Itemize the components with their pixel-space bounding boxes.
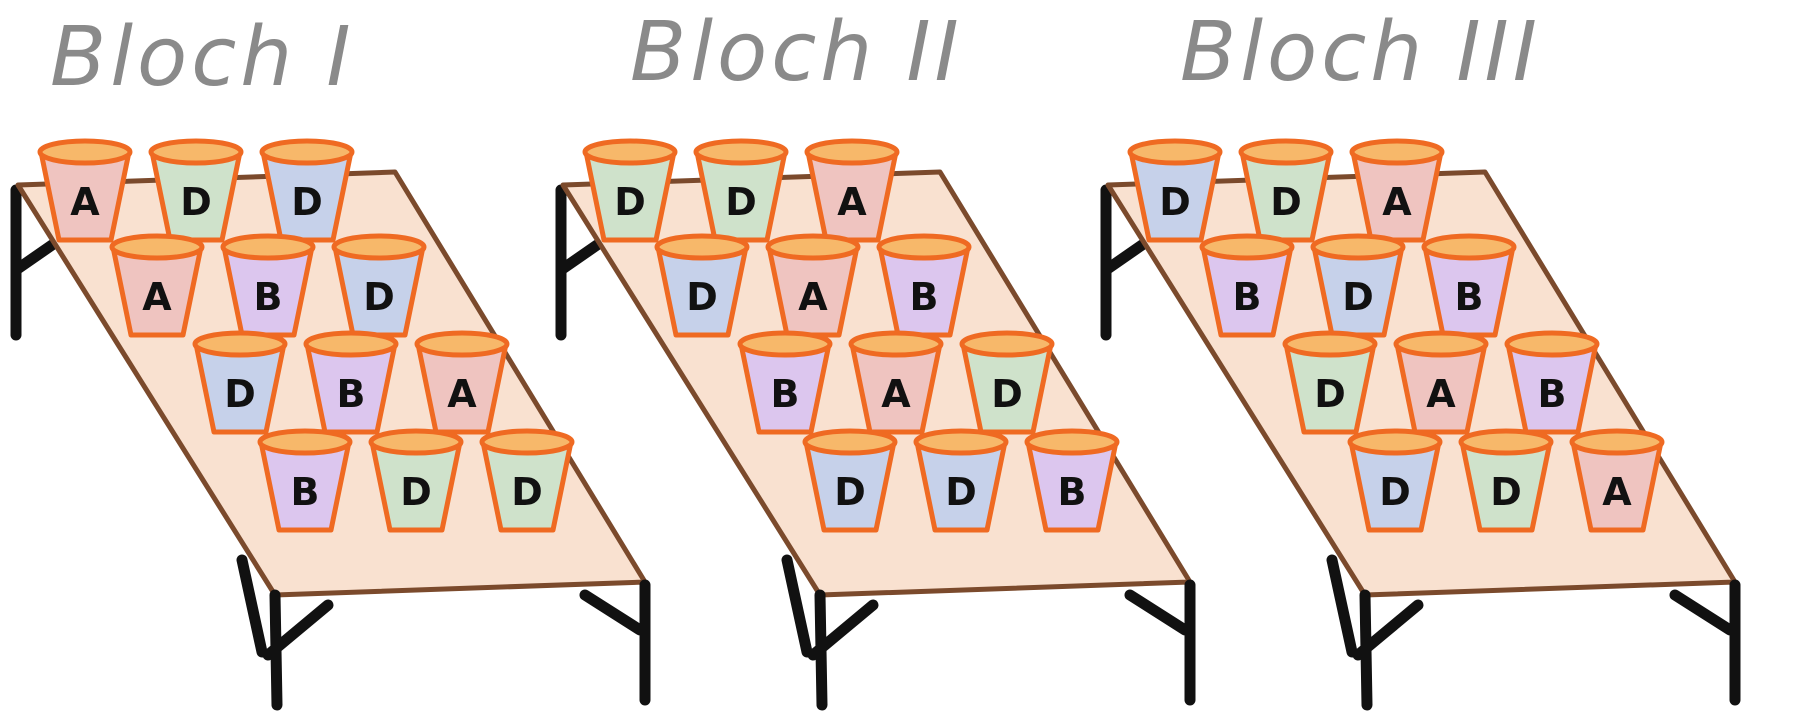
pot: B — [737, 330, 833, 435]
pot-label: B — [254, 275, 283, 319]
pot-label: D — [945, 470, 977, 514]
pot: D — [1310, 233, 1406, 338]
pot: B — [1421, 233, 1517, 338]
pot: A — [1393, 330, 1489, 435]
pot-label: B — [910, 275, 939, 319]
pot: A — [37, 138, 133, 243]
pot: D — [479, 428, 575, 533]
block-1: Bloch I A D D A B D D B A B D D — [10, 10, 651, 711]
pot-label: A — [1602, 470, 1632, 514]
pot: A — [109, 233, 205, 338]
pot: A — [765, 233, 861, 338]
pot-label: A — [837, 180, 867, 224]
pot: B — [220, 233, 316, 338]
pot: D — [1347, 428, 1443, 533]
pot: A — [804, 138, 900, 243]
pot-label: D — [614, 180, 646, 224]
pot: D — [368, 428, 464, 533]
table-legs — [555, 184, 603, 341]
pot-label: B — [1538, 372, 1567, 416]
pot: D — [802, 428, 898, 533]
pot-label: D — [511, 470, 543, 514]
pot: A — [1349, 138, 1445, 243]
pot-label: B — [291, 470, 320, 514]
pot-label: A — [881, 372, 911, 416]
block-2: Bloch II D D A D A B B A D D D B — [555, 5, 1196, 711]
pot-label: D — [834, 470, 866, 514]
pot-label: D — [686, 275, 718, 319]
pot-label: B — [1455, 275, 1484, 319]
pot: D — [913, 428, 1009, 533]
pot: D — [959, 330, 1055, 435]
pot-label: D — [1342, 275, 1374, 319]
pot: A — [414, 330, 510, 435]
pot: A — [1569, 428, 1665, 533]
table-legs — [10, 184, 58, 341]
pot: D — [1282, 330, 1378, 435]
pot: B — [1024, 428, 1120, 533]
pot-label: D — [224, 372, 256, 416]
pot-label: A — [1382, 180, 1412, 224]
pot-label: A — [447, 372, 477, 416]
pot: B — [257, 428, 353, 533]
table-legs — [1100, 184, 1148, 341]
pot: D — [148, 138, 244, 243]
pot-label: B — [771, 372, 800, 416]
pot-label: D — [180, 180, 212, 224]
pot: D — [582, 138, 678, 243]
pot: B — [1199, 233, 1295, 338]
pot-label: B — [337, 372, 366, 416]
pot: D — [1127, 138, 1223, 243]
block-title: Bloch I — [50, 10, 355, 105]
pot: D — [192, 330, 288, 435]
pot: D — [259, 138, 355, 243]
pot-label: D — [291, 180, 323, 224]
pot-label: D — [1270, 180, 1302, 224]
pot-label: D — [725, 180, 757, 224]
pot: A — [848, 330, 944, 435]
pot-label: D — [363, 275, 395, 319]
pot: B — [1504, 330, 1600, 435]
block-title: Bloch II — [630, 5, 963, 100]
block-title: Bloch III — [1180, 5, 1541, 100]
pot-label: D — [1379, 470, 1411, 514]
pot-label: B — [1058, 470, 1087, 514]
pot: D — [1238, 138, 1334, 243]
pot: D — [654, 233, 750, 338]
pot-label: A — [798, 275, 828, 319]
pot-label: A — [1426, 372, 1456, 416]
pot-label: D — [1159, 180, 1191, 224]
pot-label: D — [991, 372, 1023, 416]
pot-label: A — [70, 180, 100, 224]
block-3: Bloch III D D A B D B D A B D D A — [1100, 5, 1741, 711]
pot: B — [303, 330, 399, 435]
pot-label: B — [1233, 275, 1262, 319]
pot: D — [331, 233, 427, 338]
pot: D — [1458, 428, 1554, 533]
pot: B — [876, 233, 972, 338]
pot: D — [693, 138, 789, 243]
pot-label: D — [1490, 470, 1522, 514]
pot-label: D — [400, 470, 432, 514]
pot-label: D — [1314, 372, 1346, 416]
pot-label: A — [142, 275, 172, 319]
